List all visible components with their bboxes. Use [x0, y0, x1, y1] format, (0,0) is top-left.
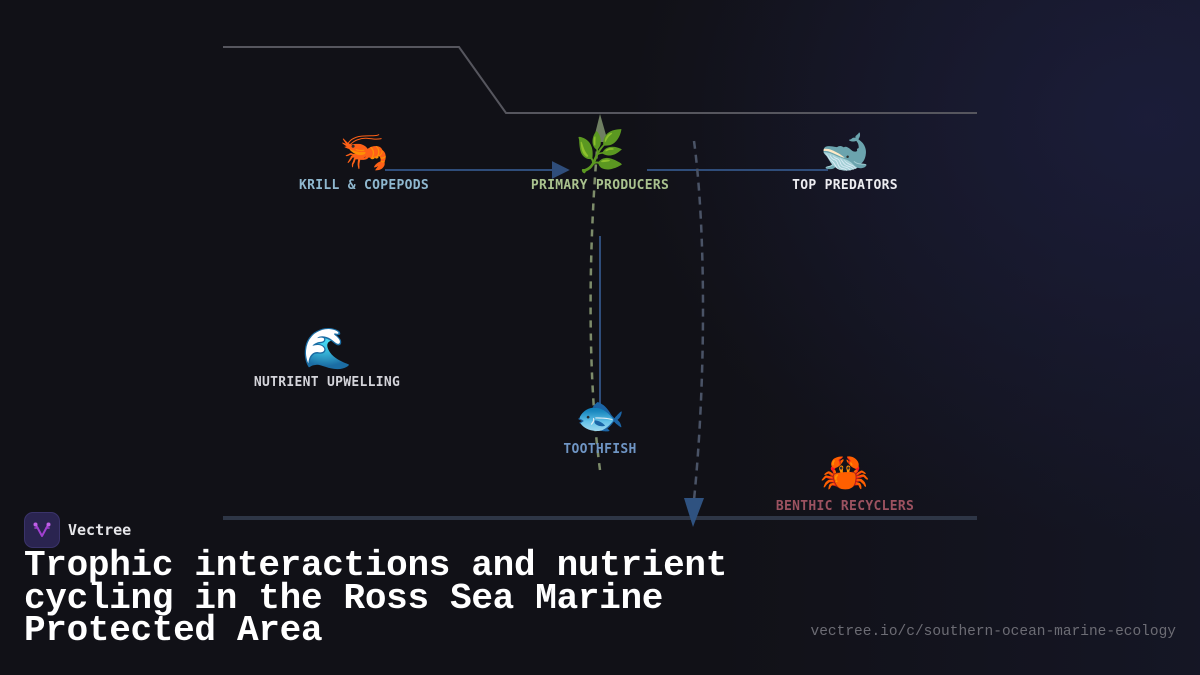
- fish-icon: 🐟: [575, 393, 625, 439]
- brand[interactable]: Vectree: [24, 512, 131, 548]
- whale-icon: 🐋: [820, 129, 870, 175]
- brand-name: Vectree: [68, 521, 132, 539]
- title-line: Protected Area: [24, 610, 323, 651]
- node-label: BENTHIC RECYCLERS: [775, 499, 915, 514]
- node-nutrient-upwelling[interactable]: 🌊 NUTRIENT UPWELLING: [254, 325, 400, 390]
- node-label: NUTRIENT UPWELLING: [253, 375, 401, 390]
- node-label: KRILL & COPEPODS: [298, 178, 430, 193]
- title-line: cycling in the Ross Sea Marine: [24, 577, 664, 619]
- herb-icon: 🌿: [575, 129, 625, 175]
- node-label: TOOTHFISH: [563, 442, 637, 457]
- node-toothfish[interactable]: 🐟 TOOTHFISH: [563, 392, 636, 457]
- wave-icon: 🌊: [302, 326, 352, 372]
- source-url-link[interactable]: vectree.io/c/southern-ocean-marine-ecolo…: [810, 624, 1176, 640]
- node-benthic-recyclers[interactable]: 🦀 BENTHIC RECYCLERS: [776, 449, 914, 514]
- node-krill-copepods[interactable]: 🦐 KRILL & COPEPODS: [299, 128, 429, 193]
- surface-profile-line: [223, 46, 977, 114]
- shrimp-icon: 🦐: [339, 129, 389, 175]
- edge-toothfish-surface: [589, 149, 602, 471]
- crab-icon: 🦀: [820, 450, 870, 496]
- edge-surface-seafloor: [692, 140, 705, 501]
- title-line: Trophic interactions and nutrient: [24, 545, 728, 586]
- page-title: Trophic interactions and nutrient cyclin…: [24, 548, 804, 651]
- node-label: PRIMARY PRODUCERS: [530, 178, 670, 193]
- arrowhead-surface: [593, 114, 608, 142]
- vectree-logo-icon: [24, 512, 60, 548]
- node-label: TOP PREDATORS: [792, 178, 898, 193]
- node-top-predators[interactable]: 🐋 TOP PREDATORS: [792, 128, 898, 193]
- arrowhead-seafloor: [684, 498, 704, 527]
- node-primary-producers[interactable]: 🌿 PRIMARY PRODUCERS: [531, 128, 669, 193]
